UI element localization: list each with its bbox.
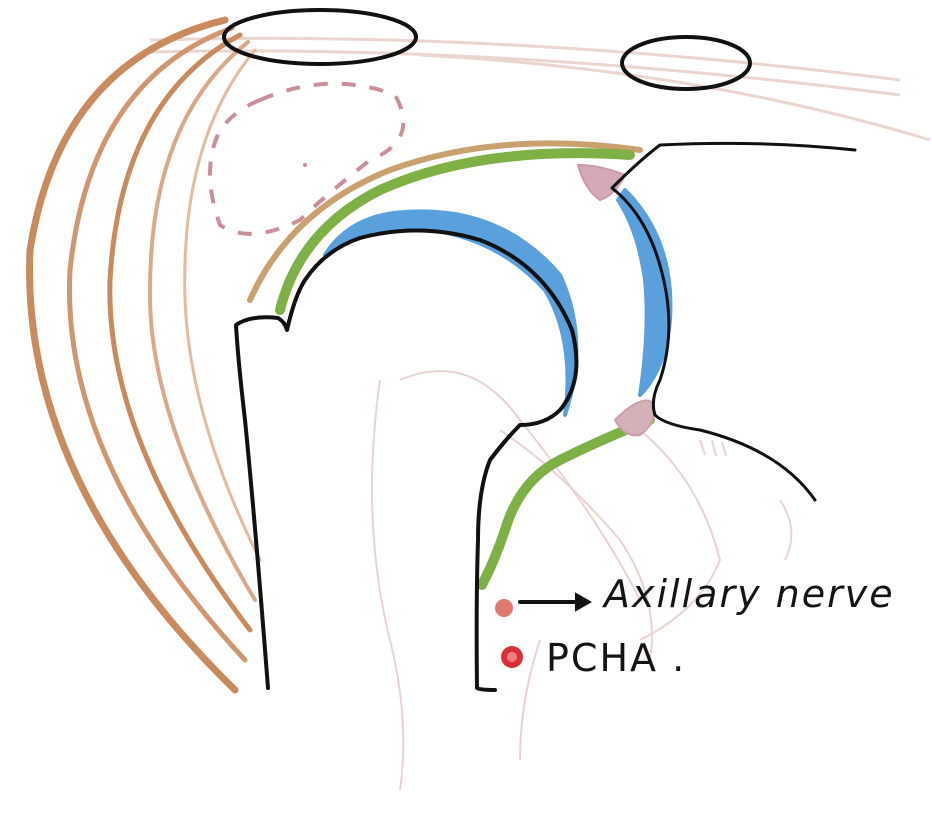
- clavicle-oval: [622, 37, 750, 89]
- axillary-nerve-label: Axillary nerve: [604, 572, 895, 616]
- bursa-dashed-outline: [210, 84, 403, 234]
- joint-capsule-inferior: [482, 420, 650, 585]
- pcha-label: PCHA .: [546, 636, 686, 680]
- pcha-dot-highlight: [507, 652, 517, 662]
- deltoid-muscle: [30, 20, 260, 690]
- humeral-head-cartilage: [325, 211, 576, 415]
- glenoid-cartilage: [618, 190, 670, 395]
- bursa-dot: [303, 163, 307, 167]
- superior-band: [150, 38, 930, 140]
- axillary-nerve-arrow: [520, 594, 590, 610]
- axillary-nerve-dot: [495, 599, 513, 617]
